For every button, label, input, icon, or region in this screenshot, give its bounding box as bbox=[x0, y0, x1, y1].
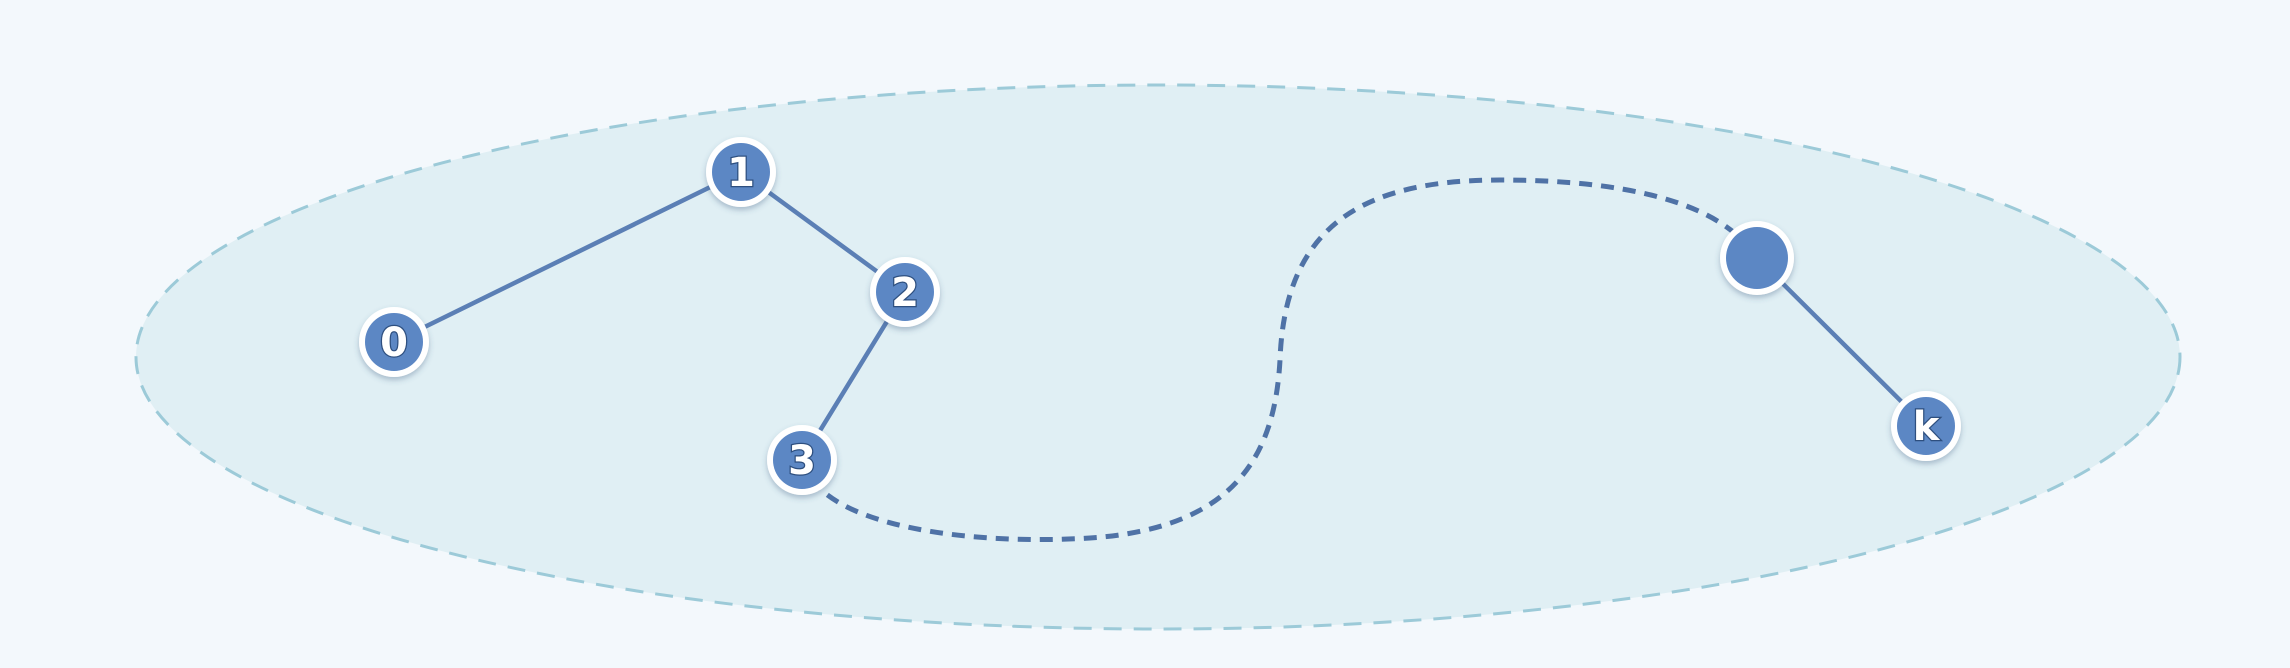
node-1: 1 bbox=[706, 137, 776, 207]
edge-node-k bbox=[1754, 255, 1929, 429]
nodes-group: 0 1 2 3 bbox=[359, 137, 1961, 495]
node-3: 3 bbox=[767, 425, 837, 495]
node-0-label: 0 bbox=[380, 320, 408, 366]
edge-0-1 bbox=[391, 169, 744, 345]
node-0: 0 bbox=[359, 307, 429, 377]
dashed-path-3-to-node bbox=[799, 177, 1760, 543]
node-2-label: 2 bbox=[891, 270, 919, 316]
node-unlabeled bbox=[1720, 221, 1794, 295]
node-1-label: 1 bbox=[727, 150, 755, 196]
node-k: k bbox=[1891, 391, 1961, 461]
node-3-label: 3 bbox=[788, 438, 816, 484]
node-2: 2 bbox=[870, 257, 940, 327]
region-ellipse bbox=[134, 83, 2182, 631]
node-k-label: k bbox=[1913, 404, 1941, 450]
